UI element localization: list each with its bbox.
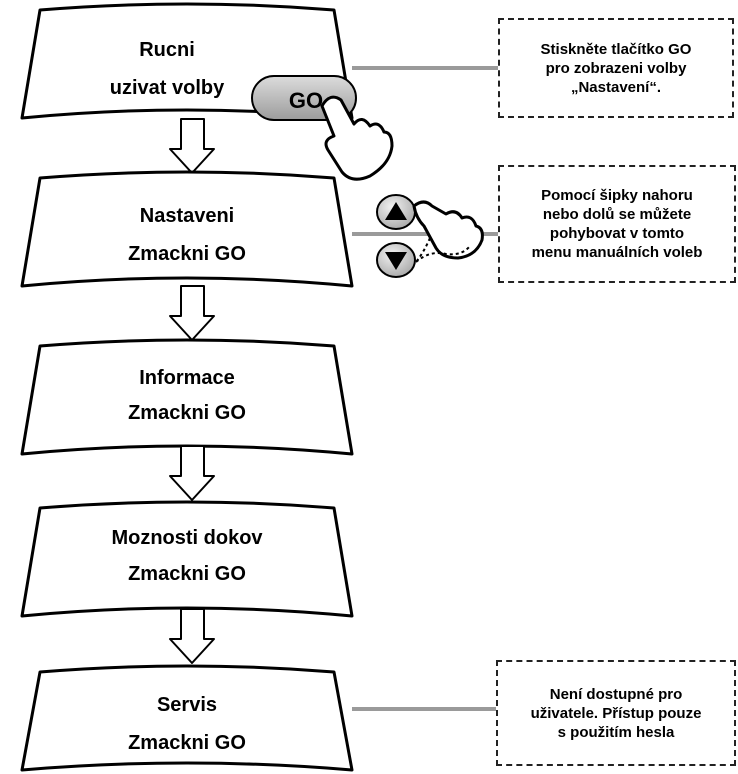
step-title: Informace [139,367,235,389]
note-line: s použitím hesla [557,723,675,741]
screen-shape [20,170,354,288]
step-title: Rucni [139,39,195,61]
note-line: Pomocí šipky nahoru [541,187,693,204]
note-go-button: Stiskněte tlačítko GO pro zobrazeni volb… [498,18,734,118]
note-line: Stiskněte tlačítko GO [540,40,692,58]
step-title: Moznosti dokov [111,527,263,549]
flow-step-2: Nastaveni Zmackni GO [20,170,354,288]
up-triangle-icon [385,202,407,220]
pointing-hand-icon [412,200,484,260]
note-line: uživatele. Přístup pouze [530,704,702,722]
note-line: pohybovat v tomto [549,225,685,242]
down-arrow-2 [169,285,215,341]
down-arrow-1 [169,118,215,174]
screen-shape [20,338,354,456]
note-line: nebo dolů se můžete [542,206,692,223]
note-service-access: Není dostupné pro uživatele. Přístup pou… [496,660,736,766]
step-subtitle: Zmackni GO [128,563,246,585]
note-line: menu manuálních voleb [531,244,703,261]
note-arrow-keys: Pomocí šipky nahoru nebo dolů se můžete … [498,165,736,283]
down-arrow-button[interactable] [376,242,416,278]
step-subtitle: Zmackni GO [128,402,246,424]
up-arrow-button[interactable] [376,194,416,230]
pointing-hand-icon [320,95,394,181]
step-subtitle: Zmackni GO [128,732,246,754]
step-title: Servis [157,694,217,716]
flow-step-4: Moznosti dokov Zmackni GO [20,500,354,618]
step-subtitle: Zmackni GO [128,243,246,265]
flow-step-3: Informace Zmackni GO [20,338,354,456]
down-arrow-4 [169,608,215,664]
go-button-label: GO [289,88,323,113]
dotted-hand-outline-icon [415,237,471,263]
note-line: Není dostupné pro [549,685,683,703]
step-title: Nastaveni [140,205,235,227]
note-line: pro zobrazeni volby [545,59,687,77]
note-line: „Nastavení“. [570,78,662,96]
flow-step-5: Servis Zmackni GO [20,664,354,772]
screen-shape [20,664,354,772]
screen-shape [20,500,354,618]
step-subtitle: uzivat volby [110,77,225,99]
down-triangle-icon [385,252,407,270]
down-arrow-3 [169,445,215,501]
